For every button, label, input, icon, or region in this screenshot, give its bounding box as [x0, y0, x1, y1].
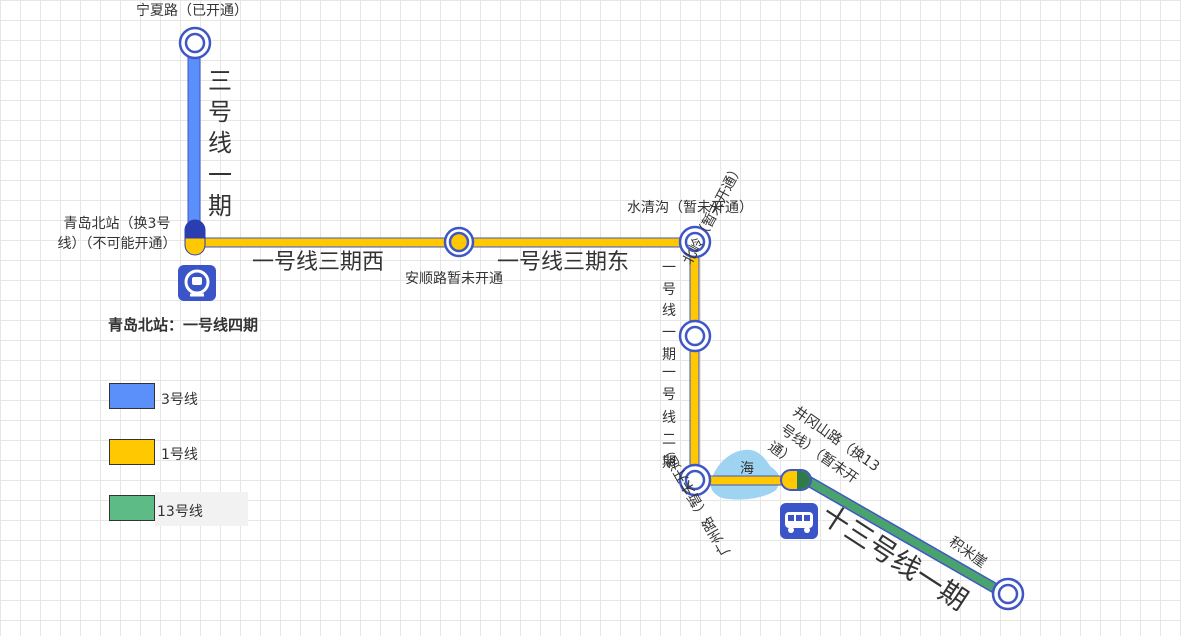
line1-segment-east[interactable]: [469, 237, 683, 248]
line1-segment-west[interactable]: [203, 237, 451, 248]
qingdao-north-note: 青岛北站：一号线四期: [108, 316, 259, 334]
station-qingdao-north[interactable]: [184, 219, 206, 256]
station-shuiqinggou[interactable]: [678, 225, 712, 259]
line1-phase1-label: 一号线一期: [662, 260, 676, 363]
station-label-qingdao-north: 青岛北站（换3号线）（不可能开通）: [57, 216, 177, 253]
sea-shape: [710, 449, 780, 500]
line3-segment[interactable]: [187, 44, 201, 241]
station-anshun[interactable]: [443, 226, 475, 258]
station-guangzhou[interactable]: [678, 463, 712, 497]
station-label-anshun: 安顺路暂未开通: [405, 271, 503, 287]
line3-phase1-label: 三号线一期: [208, 67, 232, 220]
bus-icon: [780, 503, 818, 539]
legend-swatch-line3: [109, 383, 155, 409]
legend-label-line1: 1号线: [161, 447, 198, 463]
station-label-ningxia: 宁夏路（已开通）: [136, 3, 248, 19]
station-jinggangshan[interactable]: [780, 469, 812, 491]
legend-swatch-line1: [109, 439, 155, 465]
station-label-shuiqinggou: 水清沟（暂未开通）: [627, 200, 753, 216]
sea-label: 海: [740, 461, 754, 477]
line1-phase3-west-label: 一号线三期西: [252, 250, 385, 275]
legend-label-line3: 3号线: [161, 392, 198, 408]
legend-highlight: [155, 492, 248, 526]
legend-label-line13: 13号线: [157, 504, 203, 520]
station-beiling[interactable]: [678, 319, 712, 353]
station-jimi[interactable]: [991, 577, 1025, 611]
line1-segment-phase2[interactable]: [689, 345, 700, 469]
railway-station-icon: [178, 265, 216, 301]
line1-phase3-east-label: 一号线三期东: [497, 250, 630, 275]
station-ningxia[interactable]: [178, 26, 212, 60]
line1-phase2-label: 一号线二期: [662, 365, 676, 471]
line13-segment-fill: [799, 474, 1009, 598]
legend-swatch-line13: [109, 495, 155, 521]
